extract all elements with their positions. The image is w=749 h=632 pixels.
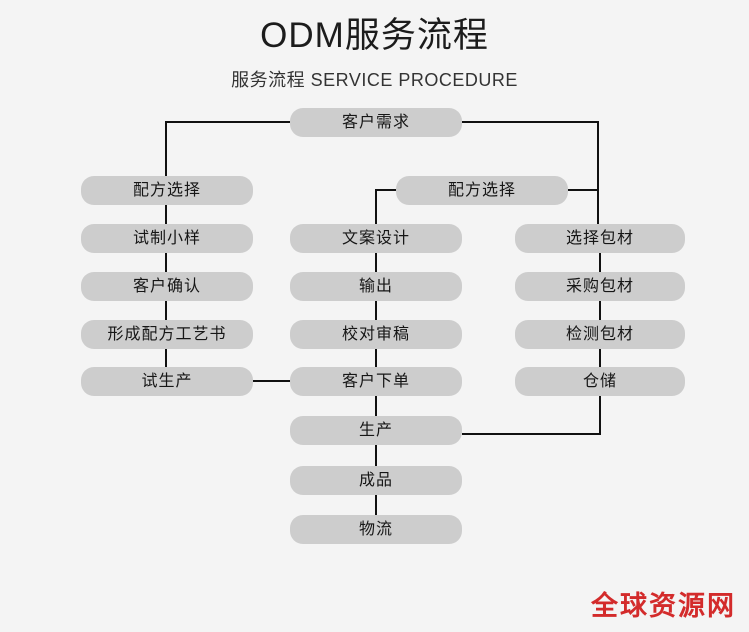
node-formula-selection-mid[interactable]: 配方选择 [396, 176, 568, 205]
node-label: 生产 [358, 421, 393, 439]
watermark: 全球资源网 [591, 591, 736, 621]
node-customer-demand[interactable]: 客户需求 [290, 108, 462, 137]
node-label: 物流 [358, 520, 393, 538]
node-production[interactable]: 生产 [290, 416, 462, 445]
edge-warehousing-to-production [462, 396, 601, 435]
node-label: 客户需求 [341, 113, 410, 131]
node-customer-confirmation[interactable]: 客户确认 [81, 272, 253, 301]
node-warehousing[interactable]: 仓储 [515, 367, 685, 396]
node-label: 成品 [358, 471, 393, 489]
node-label: 输出 [358, 277, 393, 295]
node-formula-process-document[interactable]: 形成配方工艺书 [81, 320, 253, 349]
node-trial-sample[interactable]: 试制小样 [81, 224, 253, 253]
node-label: 客户下单 [341, 372, 410, 390]
node-label: 配方选择 [447, 181, 516, 199]
node-label: 形成配方工艺书 [107, 325, 227, 343]
node-label: 试制小样 [132, 229, 201, 247]
node-label: 校对审稿 [341, 325, 410, 343]
node-label: 试生产 [141, 372, 193, 390]
node-purchase-packaging[interactable]: 采购包材 [515, 272, 685, 301]
header: ODM服务流程 服务流程 SERVICE PROCEDURE [0, 0, 749, 92]
edge-demand-to-formula-left [165, 121, 290, 176]
node-customer-order[interactable]: 客户下单 [290, 367, 462, 396]
node-label: 选择包材 [565, 229, 634, 247]
node-formula-selection-left[interactable]: 配方选择 [81, 176, 253, 205]
node-logistics[interactable]: 物流 [290, 515, 462, 544]
node-inspect-packaging[interactable]: 检测包材 [515, 320, 685, 349]
page-title: ODM服务流程 [260, 16, 489, 55]
node-copy-design[interactable]: 文案设计 [290, 224, 462, 253]
node-label: 采购包材 [565, 277, 634, 295]
node-label: 配方选择 [132, 181, 201, 199]
edge-formula-to-copy-design [375, 189, 396, 224]
node-label: 检测包材 [565, 325, 634, 343]
node-proofreading[interactable]: 校对审稿 [290, 320, 462, 349]
node-label: 仓储 [582, 372, 617, 390]
node-trial-production[interactable]: 试生产 [81, 367, 253, 396]
node-select-packaging[interactable]: 选择包材 [515, 224, 685, 253]
node-label: 文案设计 [341, 229, 410, 247]
node-finished-goods[interactable]: 成品 [290, 466, 462, 495]
page-subtitle: 服务流程 SERVICE PROCEDURE [231, 70, 518, 91]
node-output[interactable]: 输出 [290, 272, 462, 301]
node-label: 客户确认 [132, 277, 201, 295]
